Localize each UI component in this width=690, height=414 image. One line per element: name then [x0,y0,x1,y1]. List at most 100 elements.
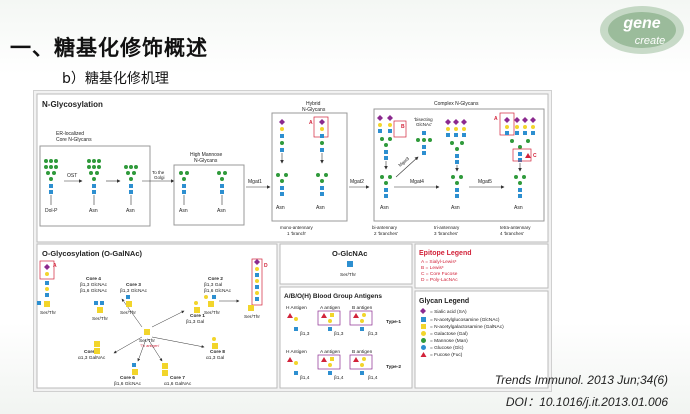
asn-label-9: Asn [514,205,523,211]
core6-l1: β1,6 GlcNAc [114,381,142,387]
core7-l1: α1,6 GalNAc [164,381,192,387]
b13-2: β1,3 [334,331,344,337]
complex-glycans: B Asn Mgat3 Mgat4 Asn Mgat5 A [377,112,537,211]
abo-labels: H Antigen A antigen B antigen Type-1 β1,… [286,305,401,381]
citation-journal: Trends Immunol. 2013 Jun;34(6) [494,373,668,387]
svg-text:C: C [533,153,537,159]
mgat4-label: Mgat4 [410,179,424,185]
core3-l1: β1,3 GlcNAc [120,288,148,294]
glycan-item-4: = Mannose (Man) [430,338,468,344]
hybrid-box [271,112,348,222]
asn-label-7: Asn [380,205,389,211]
glycan-legend-panel [414,290,549,389]
ost-label: OST [67,173,77,179]
h-antigen-2: H Antigen [286,349,307,355]
logo-text-2: create [635,35,666,47]
fucose-icon [420,352,427,357]
b14-2: β1,4 [334,375,344,381]
a-antigen-2: A antigen [320,349,340,355]
core1-name: Core 1 [190,313,205,319]
b14-3: β1,4 [368,375,378,381]
type1-label: Type-1 [386,319,401,325]
abo-glycans [287,310,373,375]
mono-label-1: mono-antennary [280,225,314,230]
hybrid-label-2: N-Glycans [302,107,326,113]
o-galnac-glycans: A Ser/Thr Ser/Thr Ser/Thr Ser/Thr D Ser/… [37,258,268,376]
core8-l1: α1,3 Gal [206,355,224,361]
mgat5-label: Mgat5 [478,179,492,185]
n-glyco-title: N-Glycosylation [42,100,103,109]
hybrid-label-1: Hybrid [306,101,321,107]
galnac-icon [421,324,426,329]
epitope-legend-panel [414,243,549,289]
core4-name: Core 4 [86,276,101,282]
glcnac-icon [421,317,426,322]
asn-label-8: Asn [451,205,460,211]
slide-subtitle: b）糖基化修机理 [62,71,169,87]
b13-1: β1,3 [300,331,310,337]
core2-l2: β1,6 GlcNAc [204,288,232,294]
a-antigen-1: A antigen [320,305,340,311]
glycan-item-0: = Sialic acid (SA) [430,309,467,315]
epitope-item-c: C = Core Fucose [421,271,458,277]
epitope-legend-title: Epitope Legend [419,250,472,257]
serthr-label-3: Ser/Thr [120,310,136,316]
high-mannose-box [173,164,245,226]
epitope-item-a: A = Sialyl-Lewisˣ [421,259,457,265]
galactose-icon [421,331,426,336]
serthr-label-5: Ser/Thr [244,314,260,320]
type2-label: Type-2 [386,364,401,370]
tn-antigen-label: 'Tn antigen' [140,344,160,348]
asn-label-6: Asn [316,205,325,211]
tri-label-2: 3 'branches' [434,231,458,236]
svg-text:B: B [401,124,405,130]
b14-1: β1,4 [300,375,310,381]
glycan-item-6: = Fucose (Fuc) [430,352,463,358]
golgi-label-1: To the [152,170,165,175]
svg-text:A: A [309,120,313,126]
core3-name: Core 3 [126,282,141,288]
serthr-label-1: Ser/Thr [40,310,56,316]
tetra-label-2: 4 'branches' [500,231,524,236]
abo-panel [279,286,413,389]
asn-label-4: Asn [217,208,226,214]
b13-3: β1,3 [368,331,378,337]
svg-text:A: A [494,116,498,122]
o-glcnac-serthr: Ser/Thr [340,272,356,278]
glycan-item-3: = Galactose (Gal) [430,331,468,337]
er-box [39,145,151,227]
glucose-icon [421,345,426,350]
complex-box [373,108,545,222]
golgi-label-2: Golgi [154,175,165,180]
glycan-legend-icons [420,308,427,357]
asn-label-2: Asn [126,208,135,214]
figure-svg: N-Glycosylation ER-localized Core N-Glyc… [36,93,549,389]
glycan-legend-title: Glycan Legend [419,298,469,305]
svg-text:D: D [264,263,268,269]
tri-label-1: tri-antennary [434,225,460,230]
o-glcnac-title: O-GlcNAc [332,249,367,258]
dolp-glycan: Dol-P [44,159,58,214]
serthr-label-2: Ser/Thr [92,316,108,322]
high-mannose-label-1: High Mannose [190,152,222,158]
core2-l1: β1,3 Gal [204,282,222,288]
b-antigen-1: B antigen [352,305,373,311]
complex-label: Complex N-Glycans [434,101,479,107]
o-galnac-center: Ser/Thr 'Tn antigen' [113,298,205,362]
gene-create-logo: gene create [600,6,684,54]
citation-doi: DOI：10.1016/j.it.2013.01.006 [505,395,668,409]
mgat2-label: Mgat2 [350,179,364,185]
svg-text:A: A [53,263,57,269]
bisecting-label-2: GlcNAc' [416,122,432,127]
o-galnac-title: O-Glycosylation (O-GalNAc) [42,249,143,258]
bi-label-2: 2 'branches' [374,231,398,236]
high-mannose-label-2: N-Glycans [194,158,218,164]
bisecting-label-1: 'bisecting [414,117,433,122]
mgat1-label: Mgat1 [248,179,262,185]
abo-title: A/B/O(H) Blood Group Antigens [284,293,382,300]
sialic-acid-icon [420,308,426,314]
core5-l1: α1,3 GalNAc [78,355,106,361]
glycan-legend-labels: = Sialic acid (SA) = N-acetylglucosamine… [430,309,504,358]
core5-name: Core 5 [84,349,99,355]
center-serthr: Ser/Thr [139,338,155,344]
